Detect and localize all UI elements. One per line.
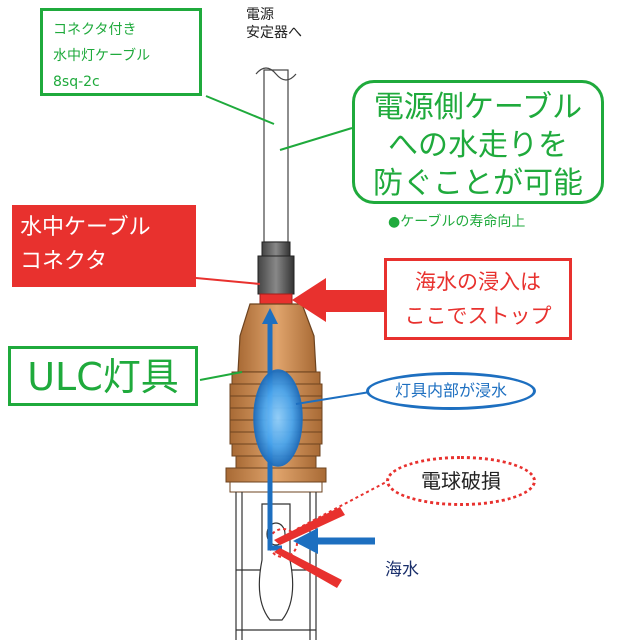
leader-ulc-label [199,371,243,381]
cable-with-connector-line1: コネクタ付き [53,22,137,38]
seawater-stop-line2: ここでストップ [404,304,552,328]
cable-with-connector-line2: 水中灯ケーブル [53,48,151,64]
underwater-connector-line1: 水中ケーブル [20,215,151,240]
underwater-connector-line2: コネクタ [20,249,108,274]
seawater-arrow [293,528,375,554]
cable-life-label: ●ケーブルの寿命向上 [388,214,526,230]
bulb-broken-label: 電球破損 [386,456,536,506]
fixture-flooded-label: 灯具内部が浸水 [366,372,536,410]
prevent-water-label: 電源側ケーブル への水走りを 防ぐことが可能 [352,80,604,204]
power-cable [255,67,297,243]
to-stabilizer-label: 電源 安定器へ [246,6,302,42]
to-stabilizer-line2: 安定器へ [246,25,302,41]
prevent-water-line3: 防ぐことが可能 [373,166,583,201]
to-stabilizer-line1: 電源 [246,7,274,23]
prevent-water-line1: 電源側ケーブル [373,90,583,125]
seawater-stop-line1: 海水の浸入は [415,270,541,294]
ulc-fixture-label: ULC灯具 [8,346,198,406]
seawater-stop-label: 海水の浸入は ここでストップ [384,258,572,340]
stop-arrow [292,278,384,322]
leader-connector-label [195,277,261,285]
leader-flooded-label [295,391,371,405]
flooded-area [253,369,303,467]
underwater-connector-label: 水中ケーブル コネクタ [12,205,196,287]
bulb-broken-text: 電球破損 [421,469,501,493]
cable-with-connector-label: コネクタ付き 水中灯ケーブル 8sq-2c [40,8,202,96]
prevent-water-line2: への水走りを [388,128,568,163]
cable-with-connector-line3: 8sq-2c [53,74,100,90]
seawater-breach-mark [274,507,345,588]
seawater-label: 海水 [385,560,419,580]
cable-connector [257,241,295,305]
leader-prevent-label [279,127,353,151]
leader-cable-label [205,95,275,125]
